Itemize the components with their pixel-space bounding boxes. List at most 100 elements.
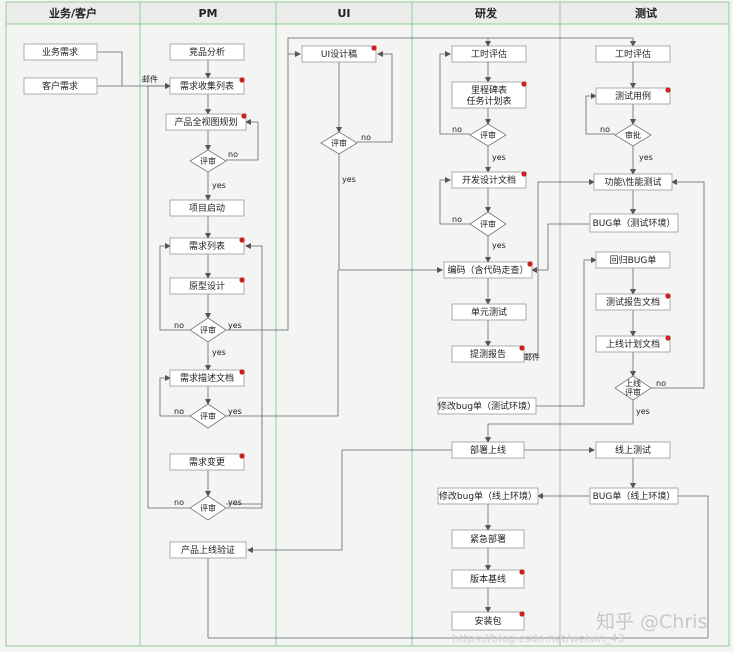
- node-label: 单元测试: [471, 306, 507, 318]
- node-label: 客户需求: [42, 80, 78, 92]
- edge-ui-review-yes: [338, 154, 443, 273]
- lane-title-business: 业务/客户: [49, 6, 97, 20]
- node-label: 开发设计文档: [462, 174, 516, 186]
- node-online-test: [595, 441, 671, 459]
- decision-qa-audit: [614, 123, 652, 147]
- decision-label: 评审: [480, 219, 496, 229]
- node-label: 上线计划文档: [606, 338, 660, 350]
- node-label: 部署上线: [470, 444, 506, 456]
- edges: [97, 37, 709, 639]
- decision-label-line1: 上线: [625, 378, 641, 388]
- label-yes: yes: [636, 407, 650, 416]
- doc-marker-dot: [239, 453, 245, 459]
- node-install-package: [451, 611, 525, 631]
- label-no: no: [174, 498, 184, 507]
- node-customer-request: [23, 77, 98, 95]
- node-qa-estimate: [595, 45, 671, 63]
- node-label-line1: 里程碑表: [471, 84, 507, 96]
- node-project-start: [169, 199, 245, 217]
- doc-marker-dot: [519, 569, 525, 575]
- node-label: 版本基线: [470, 573, 506, 585]
- label-no: no: [656, 379, 666, 388]
- label-email: 邮件: [524, 352, 540, 362]
- doc-marker-dot: [521, 171, 527, 177]
- label-yes: yes: [492, 241, 506, 250]
- label-yes: yes: [228, 407, 242, 416]
- edge-bug-to-code: [531, 223, 596, 273]
- node-version-baseline: [451, 569, 525, 589]
- node-label: 需求描述文档: [180, 372, 234, 384]
- node-product-plan: [165, 113, 247, 131]
- node-launch-plan: [595, 335, 671, 353]
- doc-marker-dot: [665, 293, 671, 299]
- doc-marker-dot: [239, 277, 245, 283]
- node-business-request: [23, 43, 98, 61]
- doc-marker-dot: [527, 261, 533, 267]
- document-markers: [239, 45, 671, 617]
- label-yes: yes: [228, 321, 242, 330]
- label-yes: yes: [228, 498, 242, 507]
- edge-review2-to-ui: [226, 37, 491, 331]
- node-label: 工时评估: [471, 48, 507, 60]
- label-yes: yes: [212, 181, 226, 190]
- doc-marker-dot: [519, 611, 525, 617]
- header-row: [5, 1, 730, 25]
- doc-marker-dot: [665, 87, 671, 93]
- edge-review3-yes: [226, 270, 339, 417]
- decision-label-line2: 评审: [625, 387, 641, 397]
- node-competitor-analysis: [169, 43, 245, 61]
- nodes: 业务需求 客户需求 竞品分析 需求收集列表 产品全视图规划 项目启动 需求列表 …: [23, 43, 679, 631]
- label-email: 邮件: [142, 74, 158, 84]
- node-label: 线上测试: [615, 444, 651, 456]
- node-milestone-plan: [451, 81, 527, 109]
- node-label: 安装包: [474, 615, 501, 627]
- label-yes: yes: [639, 153, 653, 162]
- decision-pm-desc-review: [189, 403, 227, 429]
- node-label: 工时评估: [615, 48, 651, 60]
- node-requirement-collection: [169, 77, 245, 95]
- edge-biz-to-collect: [97, 51, 171, 89]
- doc-marker-dot: [521, 81, 527, 87]
- node-label: 测试报告文档: [606, 296, 660, 308]
- node-label: 需求变更: [189, 456, 225, 468]
- lane-title-dev: 研发: [475, 6, 498, 20]
- edge-labels: 邮件 no yes no yes yes no yes no yes no ye…: [142, 74, 666, 507]
- decision-label: 评审: [200, 411, 216, 421]
- node-dev-estimate: [451, 45, 527, 63]
- node-label-line2: 任务计划表: [466, 95, 511, 107]
- watermark: 知乎 @Chris https://blog.csdn.net/weixin_4…: [452, 611, 707, 645]
- label-yes: yes: [212, 348, 226, 357]
- decision-label: 评审: [200, 325, 216, 335]
- node-label: 修改bug单（测试环境）: [438, 400, 536, 412]
- node-product-verify: [169, 541, 247, 559]
- edge-launch-no: [651, 179, 705, 389]
- label-no: no: [452, 215, 462, 224]
- decision-ui-review: [320, 131, 358, 155]
- node-label: 回归BUG单: [610, 254, 657, 266]
- node-coding: [443, 261, 533, 279]
- doc-marker-dot: [239, 77, 245, 83]
- decision-label: 评审: [480, 130, 496, 140]
- node-test-cases: [595, 87, 671, 105]
- node-bug-test-env: [589, 213, 679, 233]
- doc-marker-dot: [665, 335, 671, 341]
- node-label: 原型设计: [189, 280, 225, 292]
- edge-review3-no: [159, 375, 190, 417]
- node-label: BUG单（线上环境）: [593, 490, 676, 502]
- node-label: 需求收集列表: [180, 80, 234, 92]
- decisions: 评审 评审 评审 评审 评审 评审 评审 审批 上线 评审: [189, 123, 652, 521]
- node-fix-bug-test: [437, 397, 537, 415]
- node-label: 提测报告: [470, 348, 506, 360]
- decision-dev-design-review: [469, 211, 507, 237]
- label-no: no: [600, 125, 610, 134]
- decision-pm-change-review: [189, 495, 227, 521]
- node-test-report: [595, 293, 671, 311]
- edge-audit-no: [585, 93, 615, 135]
- edge-review2-no: [159, 243, 190, 331]
- edge-dev-review-no: [439, 51, 470, 135]
- node-unit-test: [451, 303, 527, 321]
- label-no: no: [452, 125, 462, 134]
- node-deploy: [451, 441, 525, 459]
